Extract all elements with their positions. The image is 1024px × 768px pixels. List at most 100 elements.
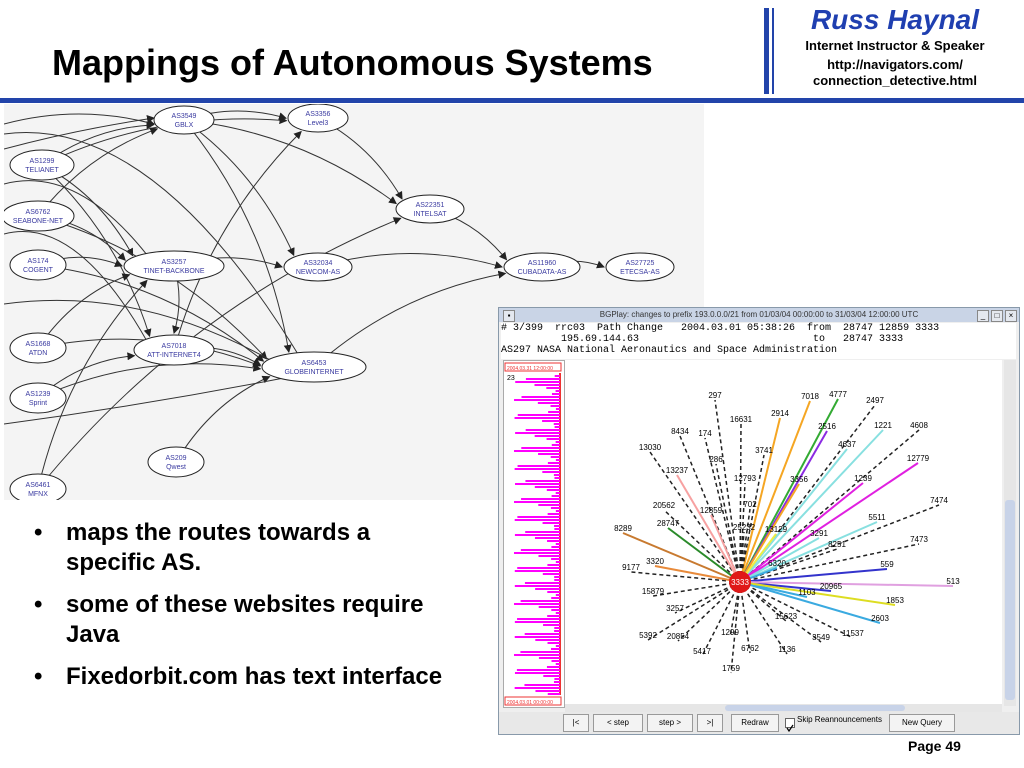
bgplay-node-label[interactable]: 1221: [874, 421, 892, 430]
info-line: # 3/399 rrc03 Path Change 2004.03.01 05:…: [501, 323, 940, 334]
timeline-bar: [517, 414, 560, 416]
bgplay-node-label[interactable]: 15623: [775, 612, 798, 621]
next-step-button[interactable]: step >: [647, 714, 693, 732]
bgplay-edge: [739, 417, 781, 583]
new-query-button[interactable]: New Query: [889, 714, 955, 732]
bgplay-node-label[interactable]: 3741: [755, 446, 773, 455]
first-button[interactable]: |<: [563, 714, 589, 732]
bgplay-node-label[interactable]: 3320: [646, 557, 664, 566]
bgplay-node-label[interactable]: 8251: [828, 540, 846, 549]
minimize-icon[interactable]: _: [977, 310, 989, 322]
vertical-scroll-thumb[interactable]: [1005, 500, 1015, 700]
horizontal-scrollbar[interactable]: [565, 704, 1002, 712]
bgplay-node-label[interactable]: 13030: [639, 443, 662, 452]
bgplay-node-label[interactable]: 7473: [910, 535, 928, 544]
bgplay-node-label[interactable]: 5511: [868, 513, 886, 522]
bgplay-node-label[interactable]: 3291: [810, 529, 828, 538]
bgplay-node-label[interactable]: 9177: [622, 563, 640, 572]
bgplay-node-label[interactable]: 12793: [734, 474, 757, 483]
bgplay-node-label[interactable]: 20562: [653, 501, 676, 510]
bgplay-node-label[interactable]: 2914: [771, 409, 789, 418]
bgplay-node-label[interactable]: 4777: [829, 390, 847, 399]
redraw-button[interactable]: Redraw: [731, 714, 779, 732]
bgplay-node-label[interactable]: 20965: [820, 582, 843, 591]
graph-edge: [37, 279, 148, 490]
bgplay-node-label[interactable]: 2516: [818, 422, 836, 431]
bgplay-node-label[interactable]: 15879: [642, 587, 665, 596]
bgplay-node-label[interactable]: 8289: [614, 524, 632, 533]
vertical-scrollbar[interactable]: [1004, 360, 1016, 706]
maximize-icon[interactable]: □: [991, 310, 1003, 322]
bgplay-node-label[interactable]: 3356: [790, 475, 808, 484]
bgplay-node-label[interactable]: 1103: [798, 588, 816, 597]
timeline-bar: [546, 438, 560, 440]
bgplay-node-label[interactable]: 1136: [778, 645, 796, 654]
bgplay-node-label[interactable]: 16631: [730, 415, 753, 424]
bgplay-node-label[interactable]: 2497: [866, 396, 884, 405]
bgplay-node-label[interactable]: 7018: [801, 392, 819, 401]
timeline-bar: [515, 381, 560, 383]
skip-reannouncements-checkbox[interactable]: [785, 718, 795, 733]
last-button[interactable]: >|: [697, 714, 723, 732]
bgplay-info-panel: # 3/399 rrc03 Path Change 2004.03.01 05:…: [501, 323, 1016, 359]
timeline-panel[interactable]: 2004.03.31 12:00:00 23 2004.03.01 00:00:…: [503, 360, 565, 708]
bgplay-node-label[interactable]: 12779: [907, 454, 930, 463]
bgplay-node-label[interactable]: 12859: [700, 506, 723, 515]
bgplay-node-label[interactable]: 513: [946, 577, 960, 586]
timeline-bars: [514, 375, 560, 695]
bgplay-node-label[interactable]: 20854: [667, 632, 690, 641]
author-url-line2[interactable]: connection_detective.html: [813, 73, 977, 88]
bgplay-node-label[interactable]: 559: [880, 560, 894, 569]
author-url-line1[interactable]: http://navigators.com/: [827, 57, 963, 72]
bgplay-node-label[interactable]: 1759: [722, 664, 740, 673]
bgplay-node-label[interactable]: 5392: [639, 631, 657, 640]
bgplay-node-label[interactable]: 6762: [741, 644, 759, 653]
bgplay-node-label[interactable]: 13129: [765, 525, 788, 534]
bgplay-node-label[interactable]: 702: [743, 500, 757, 509]
bgplay-node-label[interactable]: 13237: [666, 466, 689, 475]
bgplay-node-label[interactable]: 2603: [871, 614, 889, 623]
bgplay-node-label[interactable]: 1853: [886, 596, 904, 605]
bgplay-node-label[interactable]: 5417: [693, 647, 711, 656]
prev-step-button[interactable]: < step: [593, 714, 643, 732]
horizontal-scroll-thumb[interactable]: [725, 705, 905, 711]
bgplay-graph-canvas[interactable]: 297 7018 4777 2497 16631 2914 2516 1221 4608 8434…: [565, 360, 1002, 706]
bgplay-node-label[interactable]: 4637: [838, 440, 856, 449]
bgplay-node-label[interactable]: 11537: [842, 629, 864, 638]
timeline-bar: [524, 582, 560, 584]
bgplay-node-label[interactable]: 174: [698, 429, 712, 438]
as-node-name: MFNX: [28, 491, 48, 498]
bgplay-node-label[interactable]: 3549: [812, 633, 830, 642]
bgplay-node-label[interactable]: 1239: [854, 474, 872, 483]
bgplay-node-label[interactable]: 28747: [657, 519, 680, 528]
as-node-number: AS22351: [416, 202, 445, 209]
close-icon[interactable]: ×: [1005, 310, 1017, 322]
bgplay-node-label[interactable]: 286: [709, 455, 723, 464]
bgplay-node-label[interactable]: 7474: [930, 496, 948, 505]
bgplay-node-label[interactable]: 4608: [910, 421, 928, 430]
bgplay-node-label[interactable]: 8434: [671, 427, 689, 436]
bgplay-node-label[interactable]: 25232: [733, 523, 756, 532]
bgplay-node-label[interactable]: 3257: [666, 604, 684, 613]
bgplay-node-label[interactable]: 1299: [721, 628, 739, 637]
window-menu-icon[interactable]: ▪: [503, 310, 515, 322]
bgplay-node-label[interactable]: 6320: [768, 559, 786, 568]
bgplay-node-label[interactable]: 297: [708, 391, 722, 400]
center-node[interactable]: [729, 571, 751, 593]
